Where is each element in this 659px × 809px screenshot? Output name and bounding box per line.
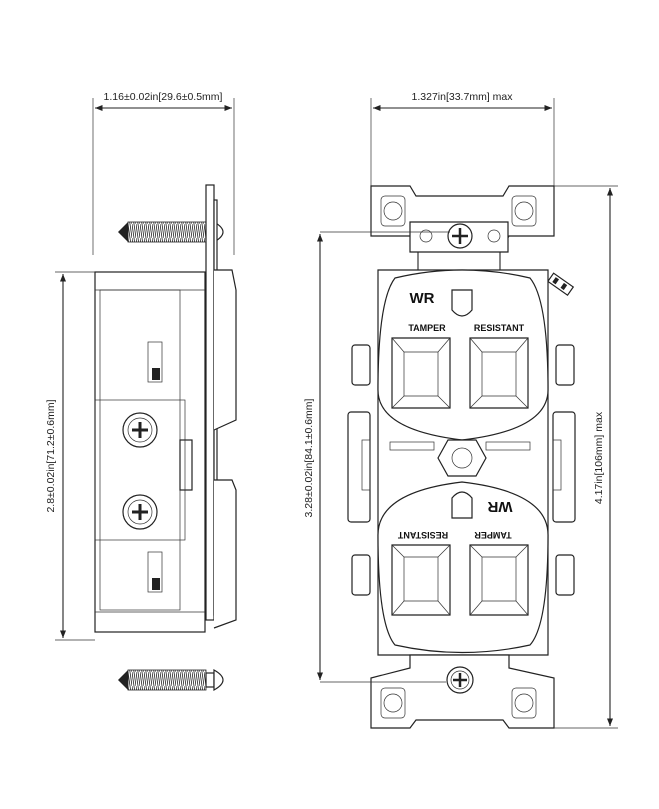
bottom-mounting-screw (118, 668, 224, 692)
side-clips (347, 344, 576, 596)
strap-bottom (320, 654, 555, 729)
top-right-slot (469, 337, 529, 409)
top-tamper-label: TAMPER (408, 323, 446, 333)
side-body (94, 269, 237, 633)
front-view: 1.327in[33.7mm] max (303, 91, 618, 729)
top-resistant-label: RESISTANT (474, 323, 525, 333)
front-inner-height-label: 3.28±0.02in[84.1±0.6mm] (303, 398, 315, 517)
front-width-dimension: 1.327in[33.7mm] max (370, 91, 555, 190)
bottom-wr-label: WR (487, 498, 512, 515)
bottom-receptacle: WR TAMPER RESISTANT (391, 491, 529, 616)
bottom-tamper-label: TAMPER (474, 530, 512, 540)
bottom-right-slot (469, 544, 529, 616)
side-height-dimension: 2.8±0.02in[71.2±0.6mm] (45, 271, 95, 641)
bottom-left-slot (391, 544, 451, 616)
bottom-resistant-label: RESISTANT (397, 530, 448, 540)
top-receptacle: WR TAMPER RESISTANT (391, 289, 529, 409)
top-left-slot (391, 337, 451, 409)
strap-top (320, 185, 575, 296)
top-ground-slot (451, 289, 473, 317)
bottom-ground-slot (451, 491, 473, 519)
top-wr-label: WR (410, 290, 435, 307)
side-width-dimension: 1.16±0.02in[29.6±0.5mm] (92, 91, 235, 255)
side-height-label: 2.8±0.02in[71.2±0.6mm] (45, 399, 57, 512)
front-total-height-label: 4.17in[106mm] max (593, 411, 605, 504)
front-total-height-dimension: 4.17in[106mm] max (554, 185, 618, 729)
side-terminal-screw-1 (122, 412, 158, 448)
side-terminal-screw-2 (122, 494, 158, 530)
front-width-label: 1.327in[33.7mm] max (412, 91, 514, 103)
side-view: 1.16±0.02in[29.6±0.5mm] (45, 91, 237, 692)
side-width-label: 1.16±0.02in[29.6±0.5mm] (104, 91, 223, 103)
front-inner-height-dimension: 3.28±0.02in[84.1±0.6mm] (303, 234, 324, 680)
